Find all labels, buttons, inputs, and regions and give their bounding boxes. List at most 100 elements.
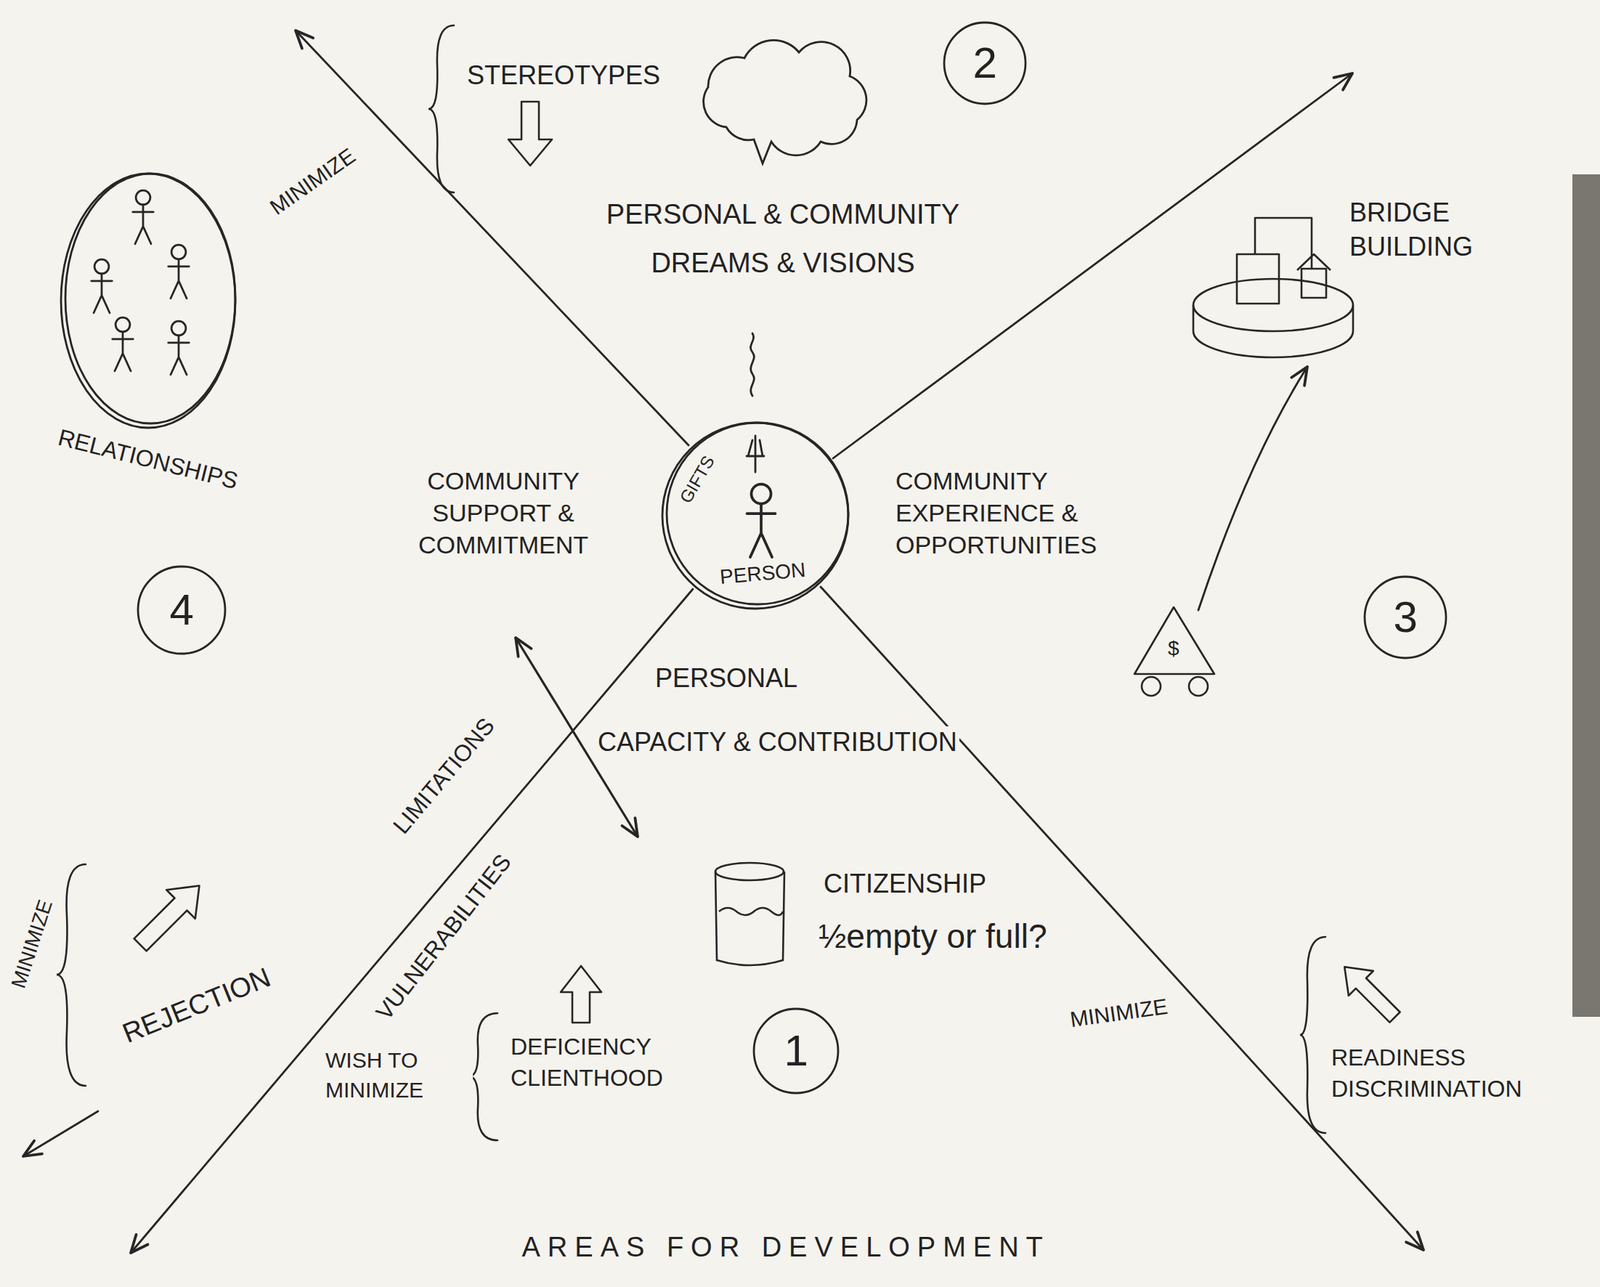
currency-sign: $ [1165,636,1182,661]
handwritten-label-holder: PERSONAL [652,662,800,694]
callout-number-holder: 3 [1391,593,1420,642]
number-circle [944,22,1026,104]
building [1236,254,1279,304]
callout-number: 3 [1391,593,1420,642]
handwritten-label: DEFICIENCY CLIENTHOOD [508,1031,688,1094]
callout-number-holder: 2 [971,39,1000,88]
cart-wheel [1188,676,1208,696]
platform-top [1193,278,1354,332]
hollow-arrow [508,101,552,166]
handwritten-label-holder: MINIMIZE [5,894,59,994]
handwritten-label: CITIZENSHIP [821,867,989,900]
handwritten-label: MINIMIZE [1066,992,1172,1033]
handwritten-label: VULNERABILITIES [368,846,518,1027]
small-arrow [23,1111,99,1157]
handwritten-label: PERSONAL [652,662,800,694]
handwritten-label: PERSONAL & COMMUNITY DREAMS & VISIONS [591,190,974,287]
handwritten-label-holder: MINIMIZE [1066,992,1172,1033]
handwritten-label: CAPACITY & CONTRIBUTION [595,726,960,758]
person-circle-stroke [662,422,849,609]
hollow-arrow [1332,954,1407,1030]
handwritten-label-holder: LIMITATIONS [385,710,502,842]
stick-figure [112,317,134,372]
handwritten-label-holder: ½empty or full? [816,916,1049,957]
brace [428,25,454,193]
callout-number: 4 [167,586,197,635]
callout-number: 1 [782,1026,811,1075]
axis-lines [23,30,1424,1253]
person-circle-stroke [666,422,849,605]
curved-arrow [1198,366,1308,611]
node-text: PERSON [716,557,810,590]
handwritten-label-holder: REJECTION [115,960,277,1051]
squiggle [750,333,754,396]
currency-sign-holder: $ [1165,636,1182,661]
relationships-circle-stroke [61,173,236,428]
number-circle [137,566,226,654]
axis-line [130,589,693,1253]
handwritten-label: MINIMIZE [262,141,362,222]
handwritten-label-holder: MINIMIZE [262,141,362,222]
handwritten-label: COMMUNITY EXPERIENCE & OPPORTUNITIES [893,464,1174,562]
handwritten-label: LIMITATIONS [385,710,502,842]
relationships-circle-stroke [65,173,236,424]
glass-rim [715,862,784,881]
relationships-circle-outline [57,169,239,432]
thought-cloud [703,39,867,164]
cart-body [1134,607,1215,674]
handwritten-label-holder: BRIDGE BUILDING [1347,196,1534,265]
hollow-arrows [125,101,1407,1030]
house [1301,268,1327,298]
glass-body [715,871,785,966]
hollow-arrow [560,965,602,1023]
callout-number-holder: 1 [782,1026,811,1075]
house-roof [1297,254,1331,271]
brace [469,1013,498,1141]
node-text-holder: RELATIONSHIPS [53,422,243,496]
number-circle [753,1008,839,1094]
handwritten-label-holder: DEFICIENCY CLIENTHOOD [508,1031,688,1094]
handwritten-label: COMMUNITY SUPPORT & COMMITMENT [395,464,611,562]
stick-figure [168,244,190,299]
number-circles [137,22,1447,1094]
node-text: RELATIONSHIPS [53,422,243,496]
handwritten-label-holder: COMMUNITY SUPPORT & COMMITMENT [395,464,611,562]
stick-figure [168,321,190,375]
hollow-arrow [125,871,214,960]
braces [56,25,1326,1141]
brace [1300,936,1326,1134]
handwritten-label-holder: CAPACITY & CONTRIBUTION [595,726,960,758]
platform-side [1193,305,1354,358]
handwritten-label-holder: PERSONAL & COMMUNITY DREAMS & VISIONS [591,190,974,287]
callout-number-holder: 4 [167,586,197,635]
number-circle [1364,576,1447,659]
handwritten-label-holder: WISH TO MINIMIZE [323,1045,473,1105]
handwritten-label: AREAS FOR DEVELOPMENT [520,1231,1053,1265]
callout-number: 2 [971,39,1000,88]
handwritten-label: STEREOTYPES [464,59,663,91]
cart-wheel [1141,676,1161,696]
person-circle: GIFTSPERSON [658,419,852,613]
handwritten-label-holder: CITIZENSHIP [821,867,989,900]
handwritten-label: MINIMIZE [5,894,59,994]
person-figure [747,484,776,558]
stick-figure [132,190,154,245]
handwritten-label-holder: VULNERABILITIES [368,846,518,1027]
handwritten-label-holder: AREAS FOR DEVELOPMENT [520,1231,1053,1265]
money-cart [1134,607,1215,696]
bridge-platform [1193,217,1354,358]
gift-tree [746,435,765,473]
handwritten-label: BRIDGE BUILDING [1347,196,1534,265]
table-edge [1572,174,1600,1017]
handwritten-label: REJECTION [115,960,277,1051]
handwritten-label: ½empty or full? [816,916,1049,957]
node-text-holder: PERSON [716,557,810,590]
handwritten-label: WISH TO MINIMIZE [323,1045,473,1105]
stick-figure [91,259,113,314]
relationships-circle: RELATIONSHIPS [57,169,239,432]
handwritten-label: READINESS DISCRIMINATION [1329,1042,1581,1105]
glass [715,862,785,966]
handwritten-label-holder: STEREOTYPES [464,59,663,91]
bridge-span [1255,217,1312,269]
